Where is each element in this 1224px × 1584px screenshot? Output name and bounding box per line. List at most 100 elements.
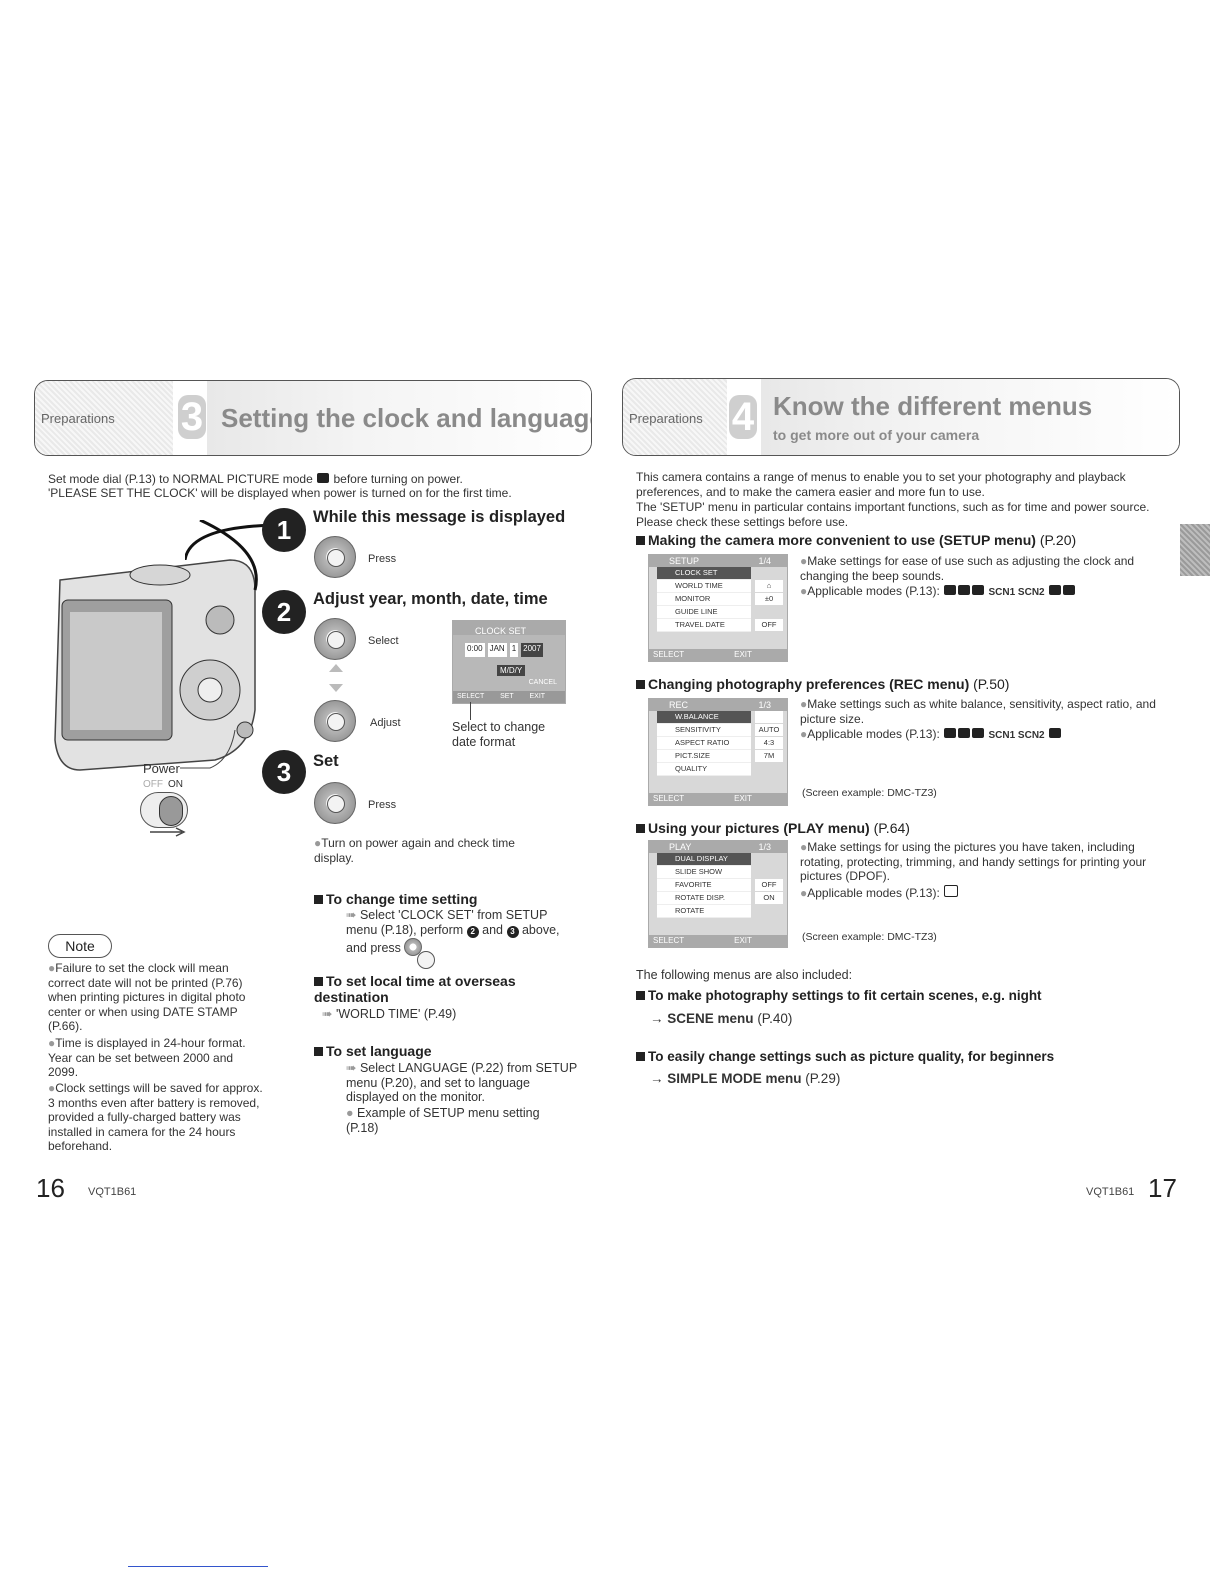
step-3-press: Press [368,799,397,811]
page-title: Know the different menus [773,391,1093,421]
header-prep-area [623,379,727,455]
callout-line [470,702,471,720]
local-time-body: ➠ 'WORLD TIME' (P.49) [322,1007,457,1021]
clock-month: JAN [487,643,507,657]
turn-on-note: ●Turn on power again and check time disp… [314,836,515,865]
clock-screen-title: CLOCK SET [475,626,527,636]
side-tab [1180,524,1210,576]
power-label: Power [143,761,180,776]
down-arrow-icon [329,684,343,692]
rec-bullet-2: ●Applicable modes (P.13): SCN1 SCN2 [800,727,1162,744]
rec-bullet-1: ●Make settings such as white balance, se… [800,697,1156,726]
note-item-1: ●Failure to set the clock will mean corr… [48,961,246,1033]
note-item-2: ●Time is displayed in 24-hour format. Ye… [48,1036,246,1079]
clock-set-screen: CLOCK SET 0:00 JAN 1 2007 M/D/Y CANCEL S… [452,620,566,704]
switch-arrow-icon [150,827,186,837]
also-included: The following menus are also included: [636,968,853,982]
setup-menu-row: MONITOR±0 [657,593,783,606]
model-code-right: VQT1B61 [1086,1186,1135,1198]
page-title: Setting the clock and language [221,403,592,433]
local-time-heading: To set local time at overseas destinatio… [314,973,516,1005]
power-leader-line [180,730,236,769]
clock-year: 2007 [521,643,543,657]
clock-select: SELECT [457,693,485,700]
power-off-label: OFF [143,779,163,790]
play-menu-row: ROTATE [657,905,751,918]
scene-heading: To make photography settings to fit cert… [636,988,1042,1003]
up-arrow-icon [329,664,343,672]
step-1-circle: 1 [262,508,306,552]
play-menu-row: DUAL DISPLAY [657,853,751,866]
header-prep-area [35,381,173,455]
power-on-label: ON [168,779,183,790]
note-label: Note [48,934,112,958]
scene-menu: → SCENE menu (P.40) [650,1011,793,1026]
language-body: ➠ Select LANGUAGE (P.22) from SETUP menu… [346,1061,577,1104]
right-header: Preparations 4 Know the different menus … [622,378,1180,456]
play-bullet-2: ●Applicable modes (P.13): [800,885,1162,901]
clock-exit: EXIT [529,693,546,700]
step-1-press: Press [368,553,397,565]
setup-bullet-1: ●Make settings for ease of use such as a… [800,554,1135,583]
step-1-title: While this message is displayed [313,508,566,526]
camera-illustration [54,520,258,771]
language-heading: To set language [314,1043,432,1059]
simple-heading: To easily change settings such as pictur… [636,1049,1054,1064]
change-time-heading: To change time setting [314,891,477,907]
format-callout: Select to change date format [452,720,546,749]
setup-menu-row: GUIDE LINE [657,606,751,619]
section-number: 4 [729,395,757,439]
play-heading: Using your pictures (PLAY menu) (P.64) [636,820,910,836]
setup-bullet-2: ●Applicable modes (P.13): SCN1 SCN2 [800,584,1162,601]
language-example: ● Example of SETUP menu setting (P.18) [346,1106,540,1135]
rec-heading: Changing photography preferences (REC me… [636,676,1009,692]
cursor-lr-icon [314,618,356,660]
header-title-area [207,381,591,455]
play-menu-row: SLIDE SHOW [657,866,751,879]
setup-menu-row: CLOCK SET [657,567,751,580]
simple-menu: → SIMPLE MODE menu (P.29) [650,1071,841,1086]
model-code-left: VQT1B61 [88,1186,137,1198]
step-2-adjust: Adjust [370,717,401,729]
intro-para: This camera contains a range of menus to… [636,470,1126,499]
section-number: 3 [178,395,206,439]
power-switch[interactable] [140,792,188,828]
page-number-left: 16 [36,1173,65,1203]
change-time-body: ➠ Select 'CLOCK SET' from SETUP menu (P.… [346,908,560,969]
intro-line-2: 'PLEASE SET THE CLOCK' will be displayed… [48,486,512,500]
rec-example: (Screen example: DMC-TZ3) [802,787,937,799]
play-bullet-1: ●Make settings for using the pictures yo… [800,840,1147,883]
note-item-3: ●Clock settings will be saved for approx… [48,1081,263,1153]
step-2-circle: 2 [262,590,306,634]
header-title-area [761,379,1179,455]
page-subtitle: to get more out of your camera [773,427,980,443]
play-example: (Screen example: DMC-TZ3) [802,931,937,943]
step-3-title: Set [313,752,339,770]
setup-menu-row: WORLD TIME⌂ [657,580,783,593]
page-number-right: 17 [1148,1173,1177,1203]
left-header: Preparations 3 Setting the clock and lan… [34,380,592,456]
rec-menu-row: QUALITY [657,763,751,776]
intro-line-1: Set mode dial (P.13) to NORMAL PICTURE m… [48,472,463,486]
set-button-icon-2 [314,782,356,824]
prep-label: Preparations [41,411,115,426]
clock-format: M/D/Y [497,665,526,676]
play-menu-row: ROTATE DISP.ON [657,892,783,905]
setup-heading: Making the camera more convenient to use… [636,532,1076,548]
clock-hour: 0:00 [465,643,485,657]
clock-cancel: CANCEL [528,679,557,686]
cursor-ud-icon [314,700,356,742]
clock-day: 1 [509,643,519,657]
footer-rule [128,1566,268,1567]
step-3-circle: 3 [262,750,306,794]
camera-icon [317,473,330,483]
step-2-title: Adjust year, month, date, time [313,590,548,608]
